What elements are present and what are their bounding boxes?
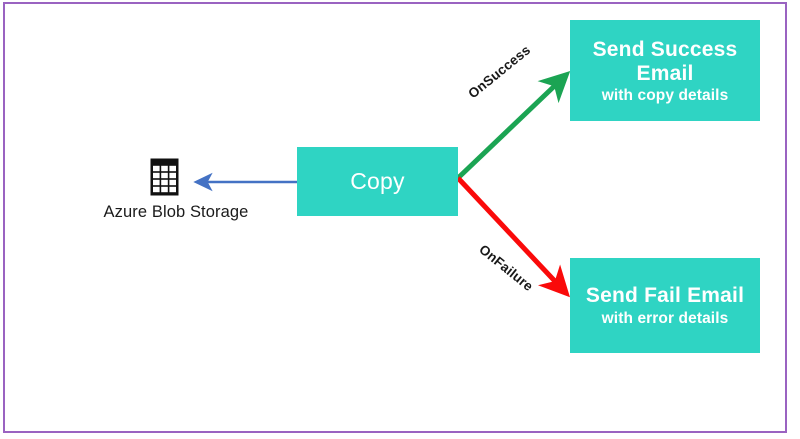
edge-copy-to-success [456,70,571,180]
activity-box-send-fail-email[interactable]: Send Fail Email with error details [570,258,760,353]
activity-title: Send Success Email [592,38,738,85]
activity-box-copy[interactable]: Copy [297,147,458,216]
activity-box-send-success-email[interactable]: Send Success Email with copy details [570,20,760,121]
edge-copy-to-failure [456,176,570,298]
activity-subtitle: with error details [601,309,729,327]
activity-title: Copy [350,167,405,194]
table-grid-icon [150,158,179,196]
activity-title: Send Fail Email [585,284,745,308]
activity-subtitle: with copy details [601,87,729,105]
datastore-azure-blob-storage[interactable]: Azure Blob Storage [86,158,266,234]
datastore-label: Azure Blob Storage [103,203,249,221]
